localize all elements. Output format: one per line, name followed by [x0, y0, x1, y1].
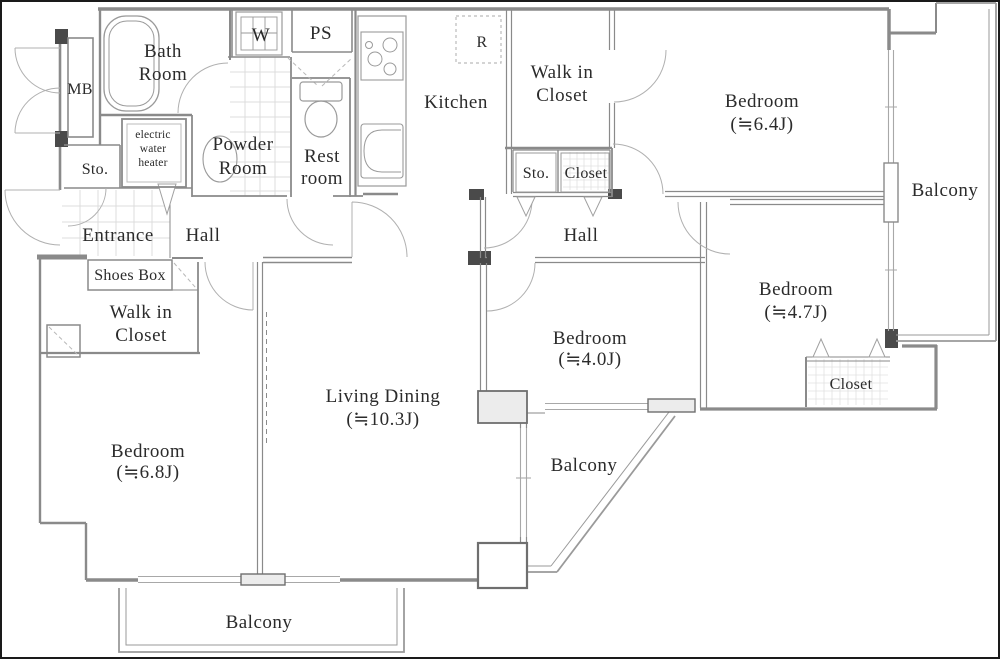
shoes-box	[87, 259, 173, 291]
water-heater-box	[121, 118, 187, 188]
label-bedroom40-2: (≒4.0J)	[558, 349, 621, 370]
folding-door-dashes	[48, 57, 353, 356]
bedroom68-door	[204, 261, 254, 311]
label-living-2: (≒10.3J)	[346, 409, 419, 430]
label-hall-left: Hall	[186, 225, 221, 246]
pipe-space-box	[46, 324, 81, 358]
label-balcony-mid: Balcony	[551, 455, 618, 476]
label-washer: W	[252, 25, 270, 46]
toilet-icon	[299, 81, 343, 138]
label-living-1: Living Dining	[326, 386, 441, 407]
label-rest-1: Rest	[304, 146, 340, 167]
label-wic-left-2: Closet	[115, 325, 167, 346]
label-kitchen: Kitchen	[424, 92, 488, 113]
label-sto-top: Sto.	[523, 165, 550, 182]
hinged-door-triangles	[157, 183, 886, 358]
room-labels: MB Bath Room W PS Kitchen R Walk in Clos…	[67, 23, 978, 633]
mb-box	[67, 37, 94, 138]
entrance-door	[4, 189, 61, 246]
kitchen-hall-door	[483, 199, 533, 249]
fixtures	[46, 11, 610, 358]
fridge-space-box	[455, 15, 502, 64]
label-wic-top-2: Closet	[536, 85, 588, 106]
label-heater-1: electric	[135, 129, 170, 141]
label-bedroom64-1: Bedroom	[725, 91, 799, 112]
tile-floor-grids	[62, 57, 290, 256]
label-balcony-right: Balcony	[912, 180, 979, 201]
label-heater-3: heater	[138, 157, 167, 169]
label-balcony-bottom: Balcony	[226, 612, 293, 633]
label-bedroom40-1: Bedroom	[553, 328, 627, 349]
wall-blocks	[240, 390, 696, 590]
label-bedroom47-1: Bedroom	[759, 279, 833, 300]
restroom-door	[286, 198, 334, 246]
wic-left-fold-door	[173, 262, 197, 289]
closet-right-door-mark-2	[868, 337, 886, 358]
mb-door-upper	[14, 47, 61, 94]
label-heater-2: water	[140, 143, 167, 155]
label-wic-top-1: Walk in	[531, 62, 594, 83]
label-sto-left: Sto.	[82, 161, 109, 178]
sto-top-box	[515, 152, 610, 193]
bathroom-door	[177, 62, 229, 114]
label-hall-right: Hall	[564, 225, 599, 246]
hall-door-mark	[157, 183, 177, 216]
label-wic-left-1: Walk in	[110, 302, 173, 323]
label-bathroom-1: Bath	[144, 41, 182, 62]
washer-pan-icon	[235, 11, 283, 56]
label-bedroom47-2: (≒4.7J)	[764, 302, 827, 323]
washbasin-icon	[202, 135, 238, 183]
label-mb: MB	[67, 81, 93, 98]
label-entrance: Entrance	[82, 225, 154, 246]
label-fridge: R	[477, 34, 488, 51]
label-shoes-box: Shoes Box	[94, 267, 166, 284]
label-closet-right: Closet	[830, 376, 873, 393]
label-powder-1: Powder	[212, 134, 273, 155]
hall-corridor-door	[351, 201, 408, 258]
stove-icon	[360, 31, 404, 81]
sink-icon	[360, 123, 404, 179]
wic-top-door	[613, 49, 667, 103]
bedroom47-door	[677, 201, 731, 255]
kitchen-counter	[357, 15, 407, 187]
bedroom40-door	[486, 262, 536, 312]
mb-door-lower	[14, 87, 61, 134]
label-rest-2: room	[301, 168, 343, 189]
label-bedroom68-2: (≒6.8J)	[116, 462, 179, 483]
bedroom64-door	[612, 143, 664, 195]
label-bedroom68-1: Bedroom	[111, 441, 185, 462]
windows	[138, 50, 899, 584]
label-bathroom-2: Room	[139, 64, 187, 85]
sto-left-door	[67, 187, 107, 227]
label-powder-2: Room	[219, 158, 267, 179]
closet-top-door-mark	[583, 196, 603, 218]
sto-top-door-mark	[516, 196, 536, 218]
balcony-outlines	[118, 2, 997, 653]
closet-hatch	[563, 152, 888, 405]
closet-right-door-mark-1	[812, 337, 830, 358]
door-swings	[4, 47, 731, 312]
label-ps: PS	[310, 23, 332, 44]
label-closet-top: Closet	[565, 165, 608, 182]
bathtub-icon	[103, 15, 160, 112]
label-bedroom64-2: (≒6.4J)	[730, 114, 793, 135]
